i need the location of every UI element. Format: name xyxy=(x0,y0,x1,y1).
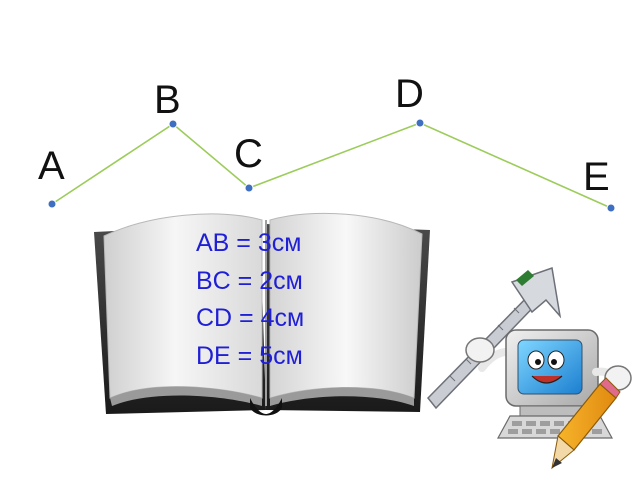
point-e-dot xyxy=(606,203,616,213)
segment-de-length: DE = 5см xyxy=(196,341,303,370)
computer-mascot-icon xyxy=(426,266,632,470)
point-b-label: B xyxy=(154,78,181,122)
segment-ab-length: AB = 3см xyxy=(196,229,302,257)
point-c-label: C xyxy=(234,132,263,176)
pencil-icon xyxy=(551,377,621,470)
segment-cd-length: CD = 4см xyxy=(196,304,305,332)
point-c-dot xyxy=(244,183,254,193)
point-a-dot xyxy=(47,199,57,209)
point-a-label: A xyxy=(38,144,65,188)
point-d-label: D xyxy=(395,72,424,116)
segment-bc-length: BC = 2см xyxy=(196,266,303,295)
segment-lengths: AB = 3см BC = 2см CD = 4см DE = 5см xyxy=(196,225,304,375)
point-d-dot xyxy=(415,118,425,128)
point-e-label: E xyxy=(583,155,610,199)
broken-line xyxy=(51,122,612,209)
point-b-dot xyxy=(168,119,178,129)
open-book-icon xyxy=(94,212,430,416)
